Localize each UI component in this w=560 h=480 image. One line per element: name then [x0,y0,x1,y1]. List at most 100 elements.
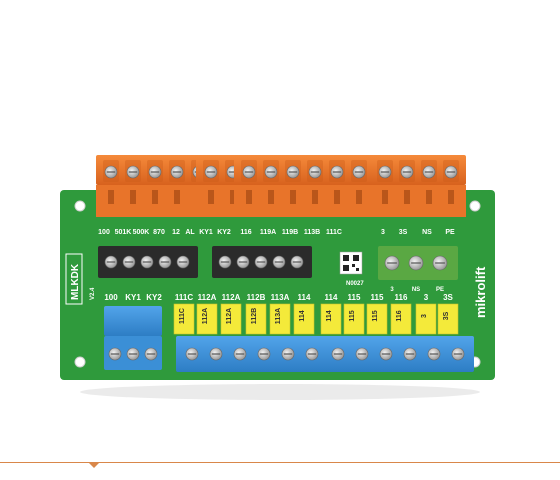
orange-connector-pin [152,190,158,204]
orange-connector-pin [356,190,362,204]
top-label: 500K [133,229,150,236]
yellow-label-tag [320,303,342,335]
orange-connector-pin [404,190,410,204]
top-label: 113B [304,229,320,236]
orange-connector-pin [108,190,114,204]
orange-connector-pin [174,190,180,204]
orange-connector-pin [208,190,214,204]
yellow-label-strip: 111C 112A 112A 112B 113A 114 114 115 115 116 3 3S [173,303,459,335]
orange-connector-pin [290,190,296,204]
orange-connector-pin [334,190,340,204]
orange-connector-pin [382,190,388,204]
top-label: 116 [240,229,251,236]
bottom-label: 116 [395,293,408,302]
bottom-divider-notch [88,462,100,468]
green-terminal-block [378,246,458,280]
orange-connector-row [96,155,466,217]
top-label: 119B [282,229,298,236]
yellow-label-text: 114 [299,310,306,321]
yellow-label-text: 111C [179,308,186,324]
bottom-label: 111C [175,293,193,302]
yellow-label-tag [293,303,315,335]
orange-connector-body [234,185,374,217]
top-label: 100 [98,229,110,236]
orange-connector [370,155,466,185]
top-label: 501K [115,229,132,236]
bottom-divider-line [0,462,560,463]
yellow-label-text: 3 [421,314,428,318]
green-block-label: PE [436,287,444,293]
yellow-label-tag [245,303,267,335]
model-text: MLKDK [70,263,81,300]
yellow-label-text: 116 [396,310,403,321]
top-label: 12 [172,229,180,236]
bottom-label: 115 [371,293,384,302]
brand-text: mikrolift [473,266,488,318]
bottom-label: 112A [222,293,241,302]
green-block-labels: 3 NS PE [390,287,444,293]
model-label: MLKDK [65,253,83,305]
bottom-label: 112A [198,293,217,302]
yellow-label-tag [390,303,412,335]
blue-connector-header [104,306,162,336]
top-label: KY2 [217,229,231,236]
mounting-hole [74,200,86,212]
green-block-label: NS [412,287,420,293]
yellow-label-text: 112A [202,308,209,324]
top-label: 111C [326,229,342,236]
yellow-label-text: 112B [251,308,258,324]
orange-connector-pin [230,190,236,204]
yellow-label-text: 115 [372,310,379,321]
green-block-label: 3 [390,287,394,293]
mounting-hole [469,200,481,212]
orange-connector-pin [268,190,274,204]
top-label: 3 [381,229,385,236]
yellow-label-text: 113A [275,308,282,324]
yellow-label-tag [196,303,218,335]
bottom-label: 3S [443,293,453,302]
orange-connector-pin [130,190,136,204]
board-shadow [80,384,480,400]
bottom-left-label: KY2 [146,293,162,302]
blue-connector-row [104,306,474,372]
bottom-label: 113A [271,293,290,302]
yellow-label-text: 112A [226,308,233,324]
blue-connector [322,336,474,372]
yellow-label-tag [269,303,291,335]
top-label: AL [185,229,195,236]
yellow-label-tag [220,303,242,335]
bottom-label: 115 [348,293,361,302]
yellow-label-tag [173,303,195,335]
top-label: PE [445,229,455,236]
top-label: 3S [399,229,408,236]
yellow-label-tag [437,303,459,335]
top-label: KY1 [199,229,213,236]
yellow-label-tag [366,303,388,335]
bottom-left-labels: 100 KY1 KY2 [104,293,162,302]
top-label: NS [422,229,432,236]
mounting-hole [74,356,86,368]
qr-sticker: N0027 [339,251,364,287]
top-label: 119A [260,229,276,236]
bottom-label: 114 [325,293,338,302]
bottom-label: 3 [424,293,429,302]
bottom-label: 114 [298,293,311,302]
yellow-label-tag [415,303,437,335]
yellow-label-text: 3S [443,311,450,320]
orange-connector-pin [448,190,454,204]
bottom-left-label: KY1 [125,293,141,302]
black-terminal-blocks [98,246,312,278]
bottom-left-label: 100 [104,293,118,302]
top-label: 870 [153,229,165,236]
orange-connector-pin [426,190,432,204]
version-text: V2.4 [90,287,96,300]
orange-connector-pin [246,190,252,204]
yellow-label-text: 115 [349,310,356,321]
yellow-label-text: 114 [326,310,333,321]
orange-connector-pin [312,190,318,204]
yellow-label-tag [343,303,365,335]
blue-connector [176,336,328,372]
